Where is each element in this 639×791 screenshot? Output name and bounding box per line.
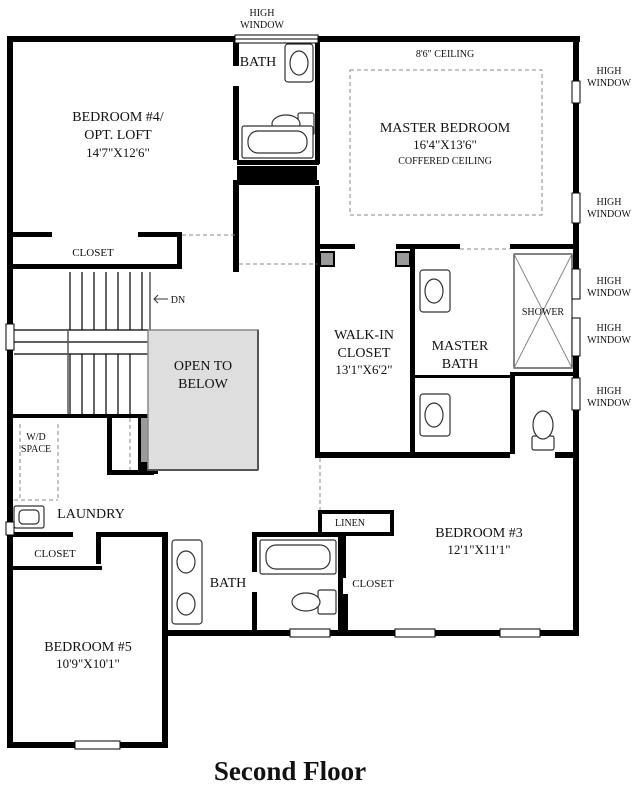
open-to-below-area bbox=[147, 329, 259, 471]
stair-direction: DN bbox=[171, 295, 185, 306]
window-labels: HIGH WINDOW HIGH WINDOW HIGH WINDOW HIGH… bbox=[240, 8, 631, 409]
wd-space-line2: SPACE bbox=[21, 444, 51, 455]
bath-lower-name: BATH bbox=[210, 576, 247, 591]
bedroom3-dims: 12'1"X11'1" bbox=[447, 542, 510, 557]
walk-in-closet-line1: WALK-IN bbox=[334, 328, 394, 343]
open-to-below-line2: BELOW bbox=[178, 377, 229, 392]
window-label-right3-line1: HIGH bbox=[597, 276, 622, 287]
window-marks bbox=[5, 34, 581, 750]
shower-name: SHOWER bbox=[522, 307, 565, 318]
linen-name: LINEN bbox=[335, 518, 365, 529]
bedroom4-dims: 14'7"X12'6" bbox=[86, 145, 150, 160]
window-label-right1-line2: WINDOW bbox=[587, 78, 631, 89]
walk-in-closet-dims: 13'1"X6'2" bbox=[335, 362, 392, 377]
wd-space-line1: W/D bbox=[26, 432, 45, 443]
master-bedroom-name: MASTER BEDROOM bbox=[380, 121, 511, 136]
window-label-top-line2: WINDOW bbox=[240, 20, 284, 31]
window-label-right2-line1: HIGH bbox=[597, 197, 622, 208]
open-to-below-line1: OPEN TO bbox=[174, 359, 232, 374]
master-bath-line1: MASTER bbox=[432, 339, 489, 354]
stair-arrow-icon bbox=[153, 294, 168, 304]
bedroom5-dims: 10'9"X10'1" bbox=[56, 656, 120, 671]
walk-in-closet-line2: CLOSET bbox=[338, 346, 391, 361]
window-label-top-line1: HIGH bbox=[250, 8, 275, 19]
window-label-right1-line1: HIGH bbox=[597, 66, 622, 77]
bedroom5-name: BEDROOM #5 bbox=[44, 640, 132, 655]
staircase bbox=[14, 272, 168, 414]
window-label-right5-line2: WINDOW bbox=[587, 398, 631, 409]
bedroom4-name-line1: BEDROOM #4/ bbox=[72, 110, 164, 125]
window-label-right4-line1: HIGH bbox=[597, 323, 622, 334]
bath-upper-name: BATH bbox=[240, 55, 277, 70]
master-bath-line2: BATH bbox=[442, 357, 479, 372]
fixtures bbox=[13, 43, 573, 625]
closet-bed3-name: CLOSET bbox=[352, 578, 394, 590]
master-bedroom-note: COFFERED CEILING bbox=[398, 156, 492, 167]
laundry-name: LAUNDRY bbox=[57, 507, 125, 522]
window-label-right5-line1: HIGH bbox=[597, 386, 622, 397]
master-bedroom-ceiling-height: 8'6" CEILING bbox=[416, 49, 474, 60]
bedroom4-name-line2: OPT. LOFT bbox=[84, 128, 152, 143]
window-label-right2-line2: WINDOW bbox=[587, 209, 631, 220]
floor-title: Second Floor bbox=[214, 756, 366, 786]
bedroom3-name: BEDROOM #3 bbox=[435, 526, 523, 541]
window-label-right4-line2: WINDOW bbox=[587, 335, 631, 346]
master-bedroom-dims: 16'4"X13'6" bbox=[413, 137, 477, 152]
closet-bed4-name: CLOSET bbox=[72, 247, 114, 259]
room-labels: BEDROOM #4/ OPT. LOFT 14'7"X12'6" BATH 8… bbox=[21, 49, 565, 671]
closet-bed5-name: CLOSET bbox=[34, 548, 76, 560]
window-label-right3-line2: WINDOW bbox=[587, 288, 631, 299]
